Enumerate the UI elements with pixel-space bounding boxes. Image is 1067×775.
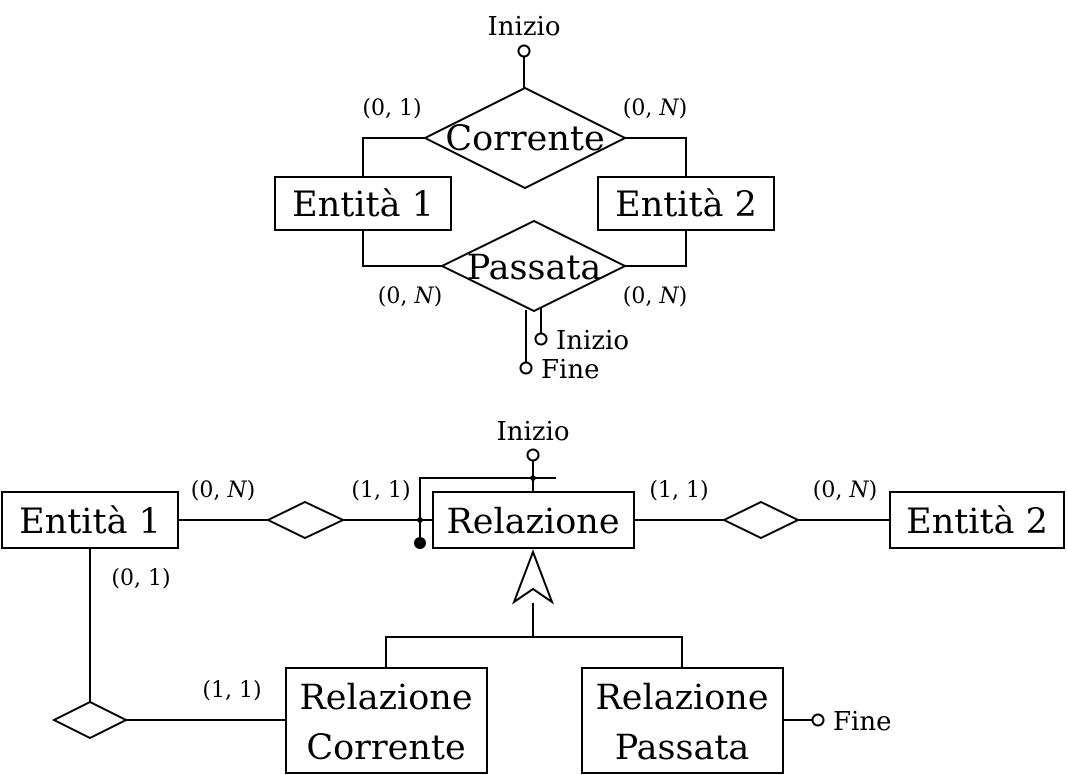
generalization-branches [385, 636, 683, 668]
line-passata-entity2 [625, 230, 687, 267]
relazione-corrente-box [285, 667, 488, 774]
attr-end-circle-bottom [811, 713, 825, 727]
attr-end-label-bottom: Fine [833, 707, 892, 737]
relationship-diamond-corrente [51, 700, 129, 740]
relation-box [432, 491, 635, 549]
identifier-junction-dot [417, 517, 423, 523]
line-corrente-entity2 [625, 137, 687, 177]
card-passata-entity1: (0, N) [378, 284, 442, 309]
relazione-corrente-label-1: Relazione [299, 678, 472, 718]
card-relation-right: (1, 1) [649, 478, 708, 503]
relationship-corrente-label: Corrente [445, 119, 604, 159]
attr-past-start-label: Inizio [556, 326, 629, 356]
generalization-arrow-icon [511, 549, 555, 605]
attr-end-label: Fine [541, 355, 600, 385]
relation-label: Relazione [446, 502, 619, 542]
relationship-diamond-entity2 [721, 500, 801, 540]
relationship-diamond-entity1 [265, 500, 346, 540]
entity1-label-bottom: Entità 1 [19, 502, 161, 542]
card-entity2-relation: (0, N) [813, 478, 877, 503]
relationship-corrente [422, 86, 628, 190]
relazione-passata-box [581, 667, 784, 774]
attr-start-label-bottom: Inizio [497, 417, 570, 447]
line-corrente-entity1 [362, 137, 425, 177]
card-entity1-relation: (0, N) [191, 478, 255, 503]
card-corrente-entity1: (0, 1) [362, 96, 421, 121]
card-relation-left: (1, 1) [351, 478, 410, 503]
attr-start-label: Inizio [488, 12, 561, 42]
relazione-passata-label-2: Passata [615, 728, 750, 768]
entity2-label-bottom: Entità 2 [906, 502, 1048, 542]
relazione-corrente-label-2: Corrente [306, 728, 465, 768]
relazione-passata-label-1: Relazione [595, 678, 768, 718]
top-diagram: Inizio Corrente Passata Entità 1 Entità … [274, 12, 775, 385]
entity2-box [597, 176, 775, 231]
relationship-passata-label: Passata [467, 248, 602, 288]
attr-end-circle [519, 361, 533, 375]
attr-start-circle [517, 44, 531, 58]
bottom-diagram: Entità 1 Relazione Entità 2 Relazione Co… [1, 417, 1065, 774]
attr-start-circle-bottom [526, 448, 540, 462]
card-entity1-down: (0, 1) [111, 566, 170, 591]
card-relazione-corrente: (1, 1) [202, 678, 261, 703]
entity1-box-bottom [1, 491, 179, 549]
identifier-filled-circle [414, 537, 426, 549]
card-corrente-entity2: (0, N) [623, 96, 687, 121]
line-passata-entity1 [362, 230, 442, 267]
relationship-passata [439, 219, 628, 313]
entity1-label: Entità 1 [292, 185, 434, 225]
attr-junction-dot [530, 475, 536, 481]
entity1-box [274, 176, 452, 231]
entity2-label: Entità 2 [615, 185, 757, 225]
entity2-box-bottom [889, 491, 1065, 549]
attr-past-start-circle [534, 332, 548, 346]
card-passata-entity2: (0, N) [623, 284, 687, 309]
